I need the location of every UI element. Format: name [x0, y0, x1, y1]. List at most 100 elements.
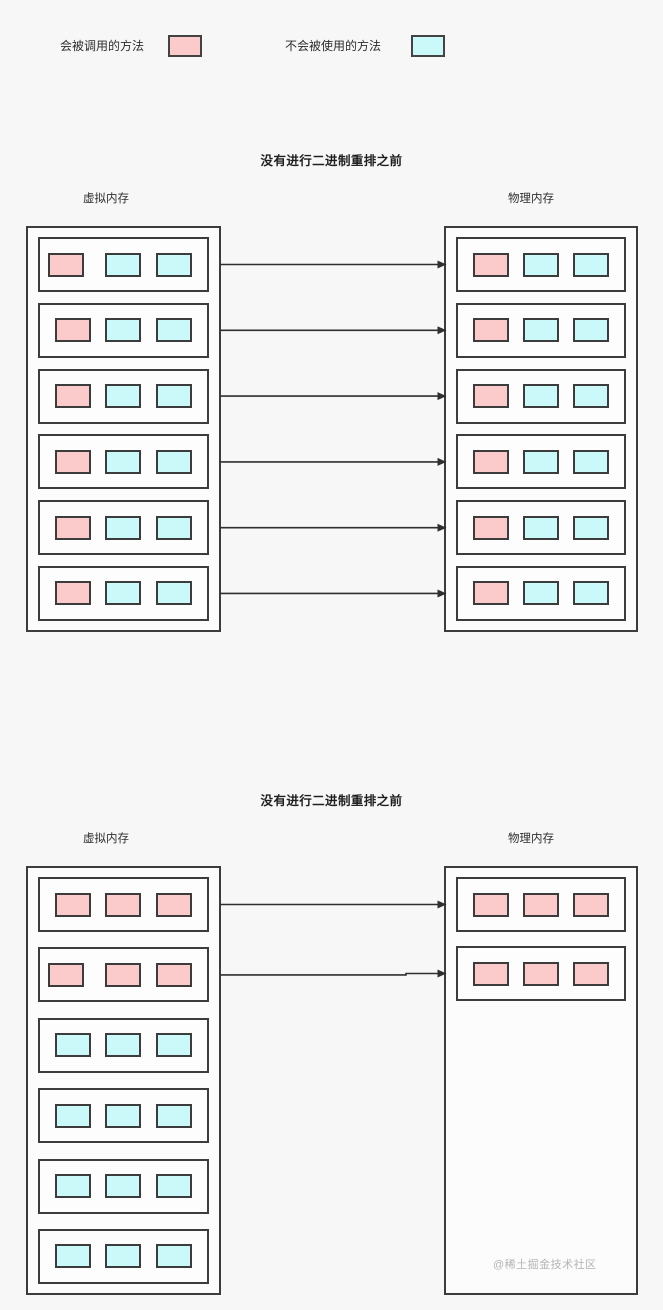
virtual-memory-rows: [28, 868, 219, 1293]
virtual-memory-container: [26, 866, 221, 1295]
memory-row: [38, 565, 209, 621]
memory-cell-cyan: [155, 252, 192, 277]
memory-row: [38, 1017, 209, 1073]
legend-label-unused-method: 不会被使用的方法: [285, 39, 382, 53]
memory-cell-cyan: [155, 1244, 192, 1269]
memory-cell-cyan: [105, 318, 142, 343]
mapping-arrow: [220, 969, 447, 978]
memory-cell-cyan: [55, 1174, 92, 1199]
memory-row: [38, 302, 209, 358]
column-label-physical-memory: 物理内存: [508, 193, 554, 205]
memory-cell-cyan: [155, 581, 192, 606]
memory-row: [456, 500, 626, 556]
memory-cell-cyan: [105, 449, 142, 474]
memory-cell-cyan: [105, 1244, 142, 1269]
memory-cell-cyan: [105, 581, 142, 606]
memory-row: [38, 368, 209, 424]
memory-cell-cyan: [55, 1033, 92, 1058]
memory-cell-pink: [105, 892, 142, 917]
memory-row: [38, 947, 209, 1003]
memory-row: [456, 877, 626, 932]
virtual-memory-rows: [28, 228, 219, 630]
memory-row: [38, 1228, 209, 1284]
memory-cell-pink: [105, 962, 142, 987]
memory-cell-pink: [473, 581, 509, 606]
memory-cell-cyan: [155, 449, 192, 474]
memory-cell-pink: [473, 252, 509, 277]
memory-cell-cyan: [105, 252, 142, 277]
memory-cell-cyan: [573, 449, 609, 474]
memory-cell-pink: [473, 384, 509, 409]
memory-cell-pink: [473, 961, 509, 986]
memory-cell-pink: [155, 962, 192, 987]
memory-cell-cyan: [523, 384, 559, 409]
memory-cell-cyan: [573, 252, 609, 277]
memory-row: [456, 946, 626, 1001]
memory-cell-pink: [55, 581, 92, 606]
section-title: 没有进行二进制重排之前: [260, 794, 403, 808]
memory-cell-cyan: [523, 318, 559, 343]
memory-cell-cyan: [573, 515, 609, 540]
legend-entry-called-method: 会被调用的方法: [60, 33, 203, 59]
column-label-virtual-memory: 虚拟内存: [83, 193, 129, 205]
memory-cell-cyan: [55, 1244, 92, 1269]
virtual-memory-container: [26, 226, 221, 632]
memory-row: [38, 237, 209, 292]
legend: 会被调用的方法 不会被使用的方法: [0, 33, 663, 63]
watermark: @稀土掘金技术社区: [493, 1259, 597, 1271]
memory-cell-cyan: [523, 581, 559, 606]
memory-cell-cyan: [105, 515, 142, 540]
memory-cell-pink: [55, 318, 92, 343]
memory-row: [456, 368, 626, 424]
memory-cell-cyan: [523, 449, 559, 474]
memory-cell-pink: [155, 892, 192, 917]
memory-row: [456, 434, 626, 490]
memory-cell-pink: [55, 892, 92, 917]
memory-cell-pink: [473, 892, 509, 917]
memory-cell-pink: [55, 384, 92, 409]
memory-cell-pink: [48, 962, 85, 987]
memory-cell-cyan: [55, 1103, 92, 1128]
memory-cell-cyan: [155, 384, 192, 409]
memory-cell-cyan: [105, 1174, 142, 1199]
legend-label-called-method: 会被调用的方法: [60, 39, 145, 53]
memory-cell-cyan: [573, 318, 609, 343]
memory-cell-pink: [573, 961, 609, 986]
memory-cell-cyan: [573, 384, 609, 409]
memory-row: [38, 1088, 209, 1144]
section-title: 没有进行二进制重排之前: [260, 154, 403, 168]
memory-row: [38, 500, 209, 556]
physical-memory-container: [444, 226, 638, 632]
legend-entry-unused-method: 不会被使用的方法: [285, 33, 446, 59]
physical-memory-rows: [446, 228, 636, 630]
memory-cell-pink: [473, 318, 509, 343]
memory-cell-pink: [55, 449, 92, 474]
memory-cell-pink: [55, 515, 92, 540]
memory-row: [38, 1158, 209, 1214]
memory-cell-cyan: [573, 581, 609, 606]
memory-cell-cyan: [155, 515, 192, 540]
memory-cell-cyan: [155, 318, 192, 343]
column-label-virtual-memory: 虚拟内存: [83, 833, 129, 845]
memory-cell-cyan: [155, 1174, 192, 1199]
memory-row: [38, 434, 209, 490]
memory-cell-pink: [523, 892, 559, 917]
physical-memory-rows: [446, 868, 636, 1293]
memory-cell-pink: [473, 515, 509, 540]
legend-swatch-icon-pink: [168, 35, 203, 57]
physical-memory-container: [444, 866, 638, 1295]
memory-row: [456, 302, 626, 358]
memory-row: [456, 565, 626, 621]
memory-cell-pink: [573, 892, 609, 917]
memory-cell-cyan: [155, 1033, 192, 1058]
memory-cell-cyan: [105, 384, 142, 409]
memory-row: [456, 237, 626, 292]
memory-cell-pink: [523, 961, 559, 986]
memory-cell-cyan: [105, 1103, 142, 1128]
legend-swatch-icon-cyan: [411, 35, 446, 57]
memory-cell-pink: [48, 252, 85, 277]
memory-row: [38, 877, 209, 932]
memory-cell-cyan: [523, 515, 559, 540]
memory-cell-cyan: [155, 1103, 192, 1128]
memory-cell-cyan: [105, 1033, 142, 1058]
